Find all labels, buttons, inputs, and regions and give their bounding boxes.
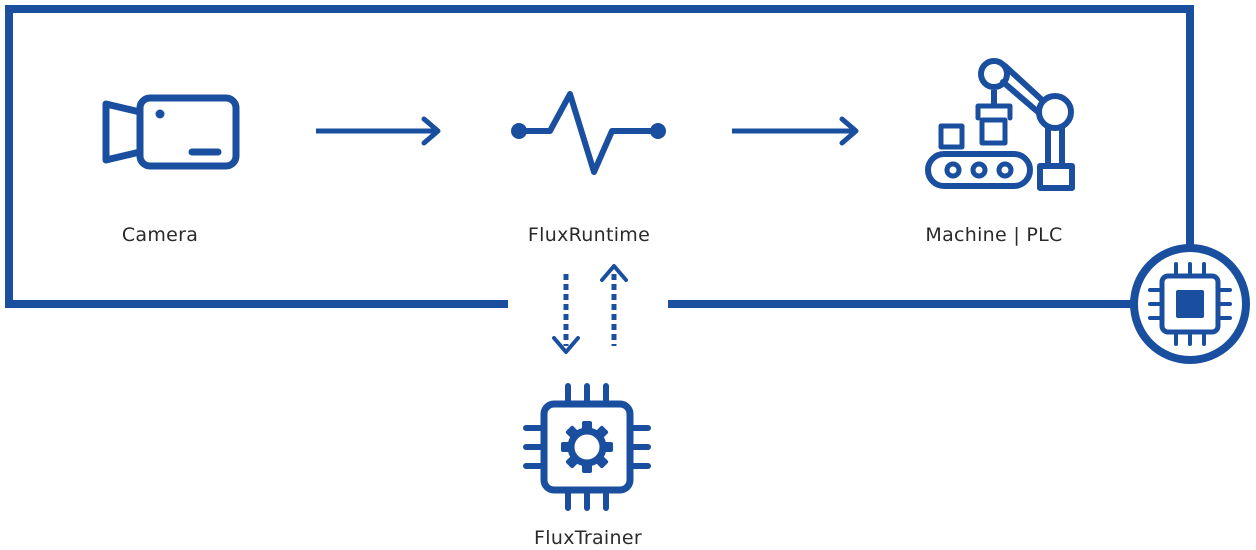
camera-label: Camera xyxy=(121,224,199,246)
machine-label: Machine | PLC xyxy=(925,224,1063,246)
pulse-waveform-icon xyxy=(511,91,666,175)
chip-gear-icon xyxy=(523,383,651,511)
runtime-label: FluxRuntime xyxy=(527,224,651,246)
edge-boundary-frame xyxy=(5,5,1194,308)
arrow-camera-to-runtime xyxy=(316,116,441,146)
trainer-label: FluxTrainer xyxy=(534,527,642,549)
arrow-runtime-to-machine xyxy=(732,116,859,146)
dashed-arrow-runtime-to-trainer xyxy=(552,274,580,354)
video-camera-icon xyxy=(102,94,240,170)
dashed-arrow-trainer-to-runtime xyxy=(600,264,628,346)
processor-chip-icon xyxy=(1130,244,1250,364)
robot-arm-conveyor-icon xyxy=(925,58,1075,191)
